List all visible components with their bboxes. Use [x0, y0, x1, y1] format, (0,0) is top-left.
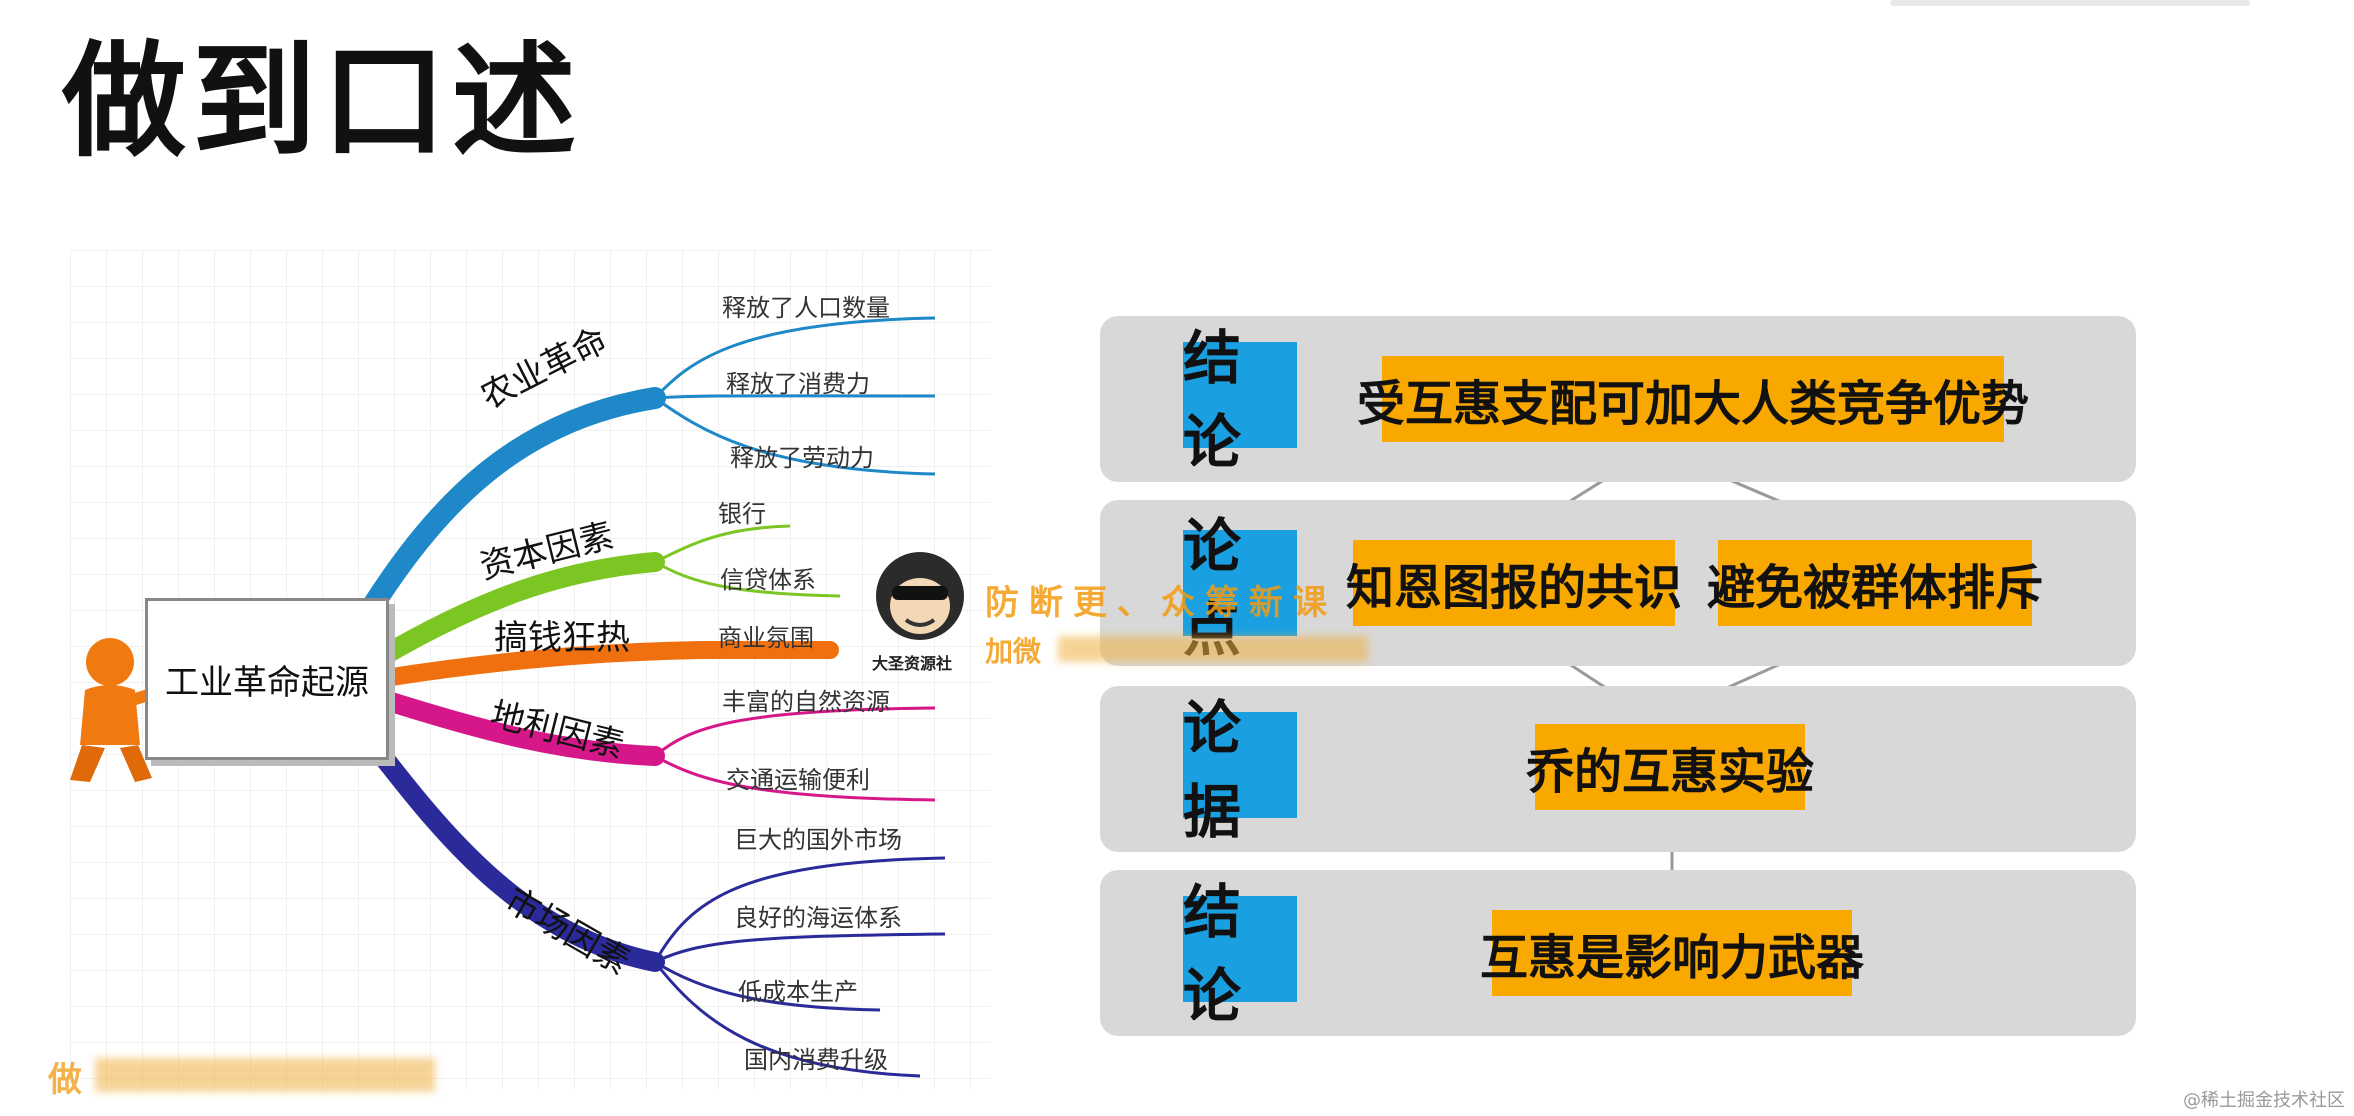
branch-curve-geo: [375, 690, 665, 766]
watermark-line2: 加微: [985, 635, 1042, 668]
leaf-label: 商业氛围: [718, 624, 814, 652]
leaf-curve-geo-2: [654, 754, 936, 802]
tag-argument: 论点: [1183, 512, 1297, 664]
leaf-label: 交通运输便利: [726, 766, 870, 794]
leaf-curve-agri-3: [654, 396, 936, 476]
leaf-label: 巨大的国外市场: [734, 826, 902, 854]
leaf-label: 释放了消费力: [726, 370, 870, 398]
presenter-figure-icon: [70, 638, 171, 782]
watermark-blurred-contact: [1058, 636, 1368, 662]
branch-curve-market: [360, 730, 665, 972]
leaf-label: 银行: [718, 500, 766, 528]
source-credit: @稀土掘金技术社区: [2183, 1090, 2345, 1111]
tag-evidence: 论据: [1183, 694, 1297, 846]
mindmap-center-node: 工业革命起源: [145, 598, 389, 760]
box-argument-gratitude: 知恩图报的共识: [1346, 540, 1682, 626]
watermark-bottom: 做: [48, 1060, 90, 1100]
leaf-label: 信贷体系: [720, 566, 816, 594]
branch-label-money: 搞钱狂热: [494, 618, 630, 658]
box-main-conclusion: 受互惠支配可加大人类竞争优势: [1357, 356, 2029, 442]
branch-curve-agriculture: [359, 387, 666, 621]
leaf-curve-geo-1: [654, 706, 936, 758]
branch-curve-capital: [375, 552, 665, 665]
watermark-line1: 防断更、众筹新课: [985, 583, 1337, 623]
leaf-label: 国内消费升级: [744, 1046, 888, 1074]
box-evidence-experiment: 乔的互惠实验: [1526, 724, 1814, 810]
leaf-curve-market-2: [654, 932, 946, 964]
leaf-curve-capital-1: [654, 524, 791, 564]
leaf-label: 良好的海运体系: [734, 904, 902, 932]
page-title: 做到口述: [62, 30, 583, 174]
box-final-conclusion: 互惠是影响力武器: [1480, 910, 1864, 996]
box-argument-exclusion: 避免被群体排斥: [1707, 540, 2043, 626]
leaf-label: 释放了劳动力: [730, 444, 874, 472]
leaf-label: 低成本生产: [738, 978, 858, 1006]
watermark-bottom-blurred: [95, 1058, 435, 1092]
mindmap-center-label: 工业革命起源: [165, 662, 369, 703]
leaf-curve-market-1: [653, 856, 946, 963]
top-decoration-bar: [1890, 0, 2250, 6]
leaf-curve-capital-2: [654, 560, 841, 598]
branch-curve-money: [376, 641, 839, 687]
tag-final-conclusion: 结论: [1183, 878, 1297, 1030]
leaf-curve-agri-1: [653, 316, 936, 400]
leaf-label: 丰富的自然资源: [722, 688, 890, 716]
leaf-label: 释放了人口数量: [722, 294, 890, 322]
leaf-curve-market-3: [654, 960, 881, 1012]
tag-conclusion: 结论: [1183, 324, 1297, 476]
leaf-curve-agri-2: [654, 394, 936, 400]
leaf-curve-market-4: [653, 961, 921, 1078]
watermark-logo-icon: [876, 552, 964, 640]
watermark-logo-label: 大圣资源社: [872, 654, 953, 673]
